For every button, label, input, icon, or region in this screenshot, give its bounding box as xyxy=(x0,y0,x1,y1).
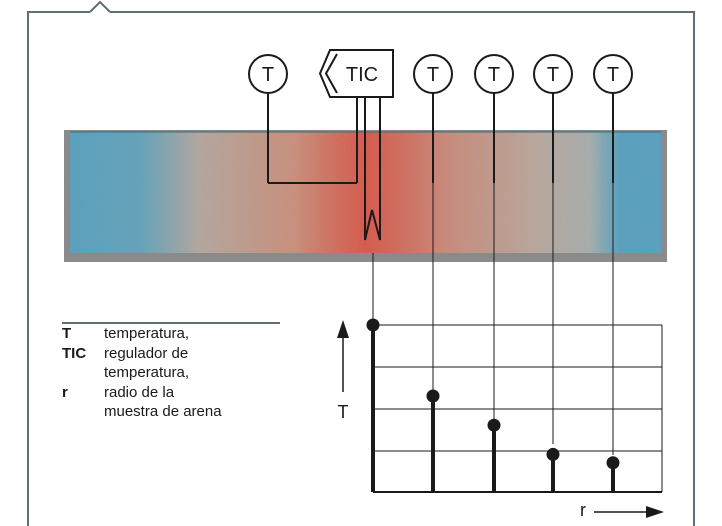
legend-desc-line: regulador de xyxy=(104,344,189,362)
x-axis-arrow-head xyxy=(646,506,664,518)
sensor-4-label: T xyxy=(547,64,559,86)
tic-label: TIC xyxy=(346,64,378,86)
sensor-4-circle xyxy=(533,54,573,94)
legend-key-t: T xyxy=(62,325,72,342)
legend-desc-t: temperatura, xyxy=(104,324,282,344)
legend-desc-line: radio de la xyxy=(104,383,175,401)
frame-notch xyxy=(89,0,111,13)
chart-point xyxy=(606,456,620,470)
sensor-2: T xyxy=(413,54,453,183)
chart-point xyxy=(366,318,380,332)
legend-divider xyxy=(62,322,280,324)
temperature-profile-chart: T r xyxy=(337,318,664,520)
y-axis-arrow-head xyxy=(337,320,349,338)
legend: T temperatura, TIC regulador de temperat… xyxy=(62,324,282,422)
legend-key-r: r xyxy=(62,383,68,401)
sensor-5-circle xyxy=(593,54,633,94)
legend-item-r: r radio de la muestra de arena xyxy=(62,383,282,422)
outer-frame xyxy=(27,11,90,526)
sensor-2-circle xyxy=(413,54,453,94)
chart-point xyxy=(426,389,440,403)
legend-item-t: T temperatura, xyxy=(62,324,282,344)
y-axis-label: T xyxy=(338,402,349,422)
chart-point xyxy=(546,447,560,461)
outer-frame-right xyxy=(110,11,695,526)
sensor-3: T xyxy=(474,54,514,183)
sensor-4: T xyxy=(533,54,573,183)
legend-desc-line: temperatura, xyxy=(104,325,190,342)
sensor-1: T xyxy=(248,54,288,94)
sensor-2-label: T xyxy=(427,64,439,86)
heater-element xyxy=(364,92,381,241)
sensor-1-circle xyxy=(248,54,288,94)
legend-item-tic: TIC regulador de temperatura, xyxy=(62,344,282,383)
tic-box xyxy=(318,49,394,98)
tic-chevron xyxy=(324,53,338,94)
legend-desc-line: temperatura, xyxy=(104,364,190,381)
chart-stems xyxy=(366,318,620,492)
sensor-5-label: T xyxy=(607,64,619,86)
legend-desc-line: muestra de arena xyxy=(104,403,222,420)
chart-point xyxy=(487,418,501,432)
legend-desc-tic: regulador de temperatura, xyxy=(104,344,282,383)
tic-controller: TIC xyxy=(318,49,394,98)
sensor-1-label: T xyxy=(262,64,274,86)
legend-key-tic: TIC xyxy=(62,344,87,362)
x-axis-label: r xyxy=(580,500,586,520)
sensor-5: T xyxy=(593,54,633,183)
sensor-3-circle xyxy=(474,54,514,94)
chart-grid xyxy=(373,324,663,493)
legend-desc-r: radio de la muestra de arena xyxy=(104,383,282,422)
sensor-3-label: T xyxy=(488,64,500,86)
